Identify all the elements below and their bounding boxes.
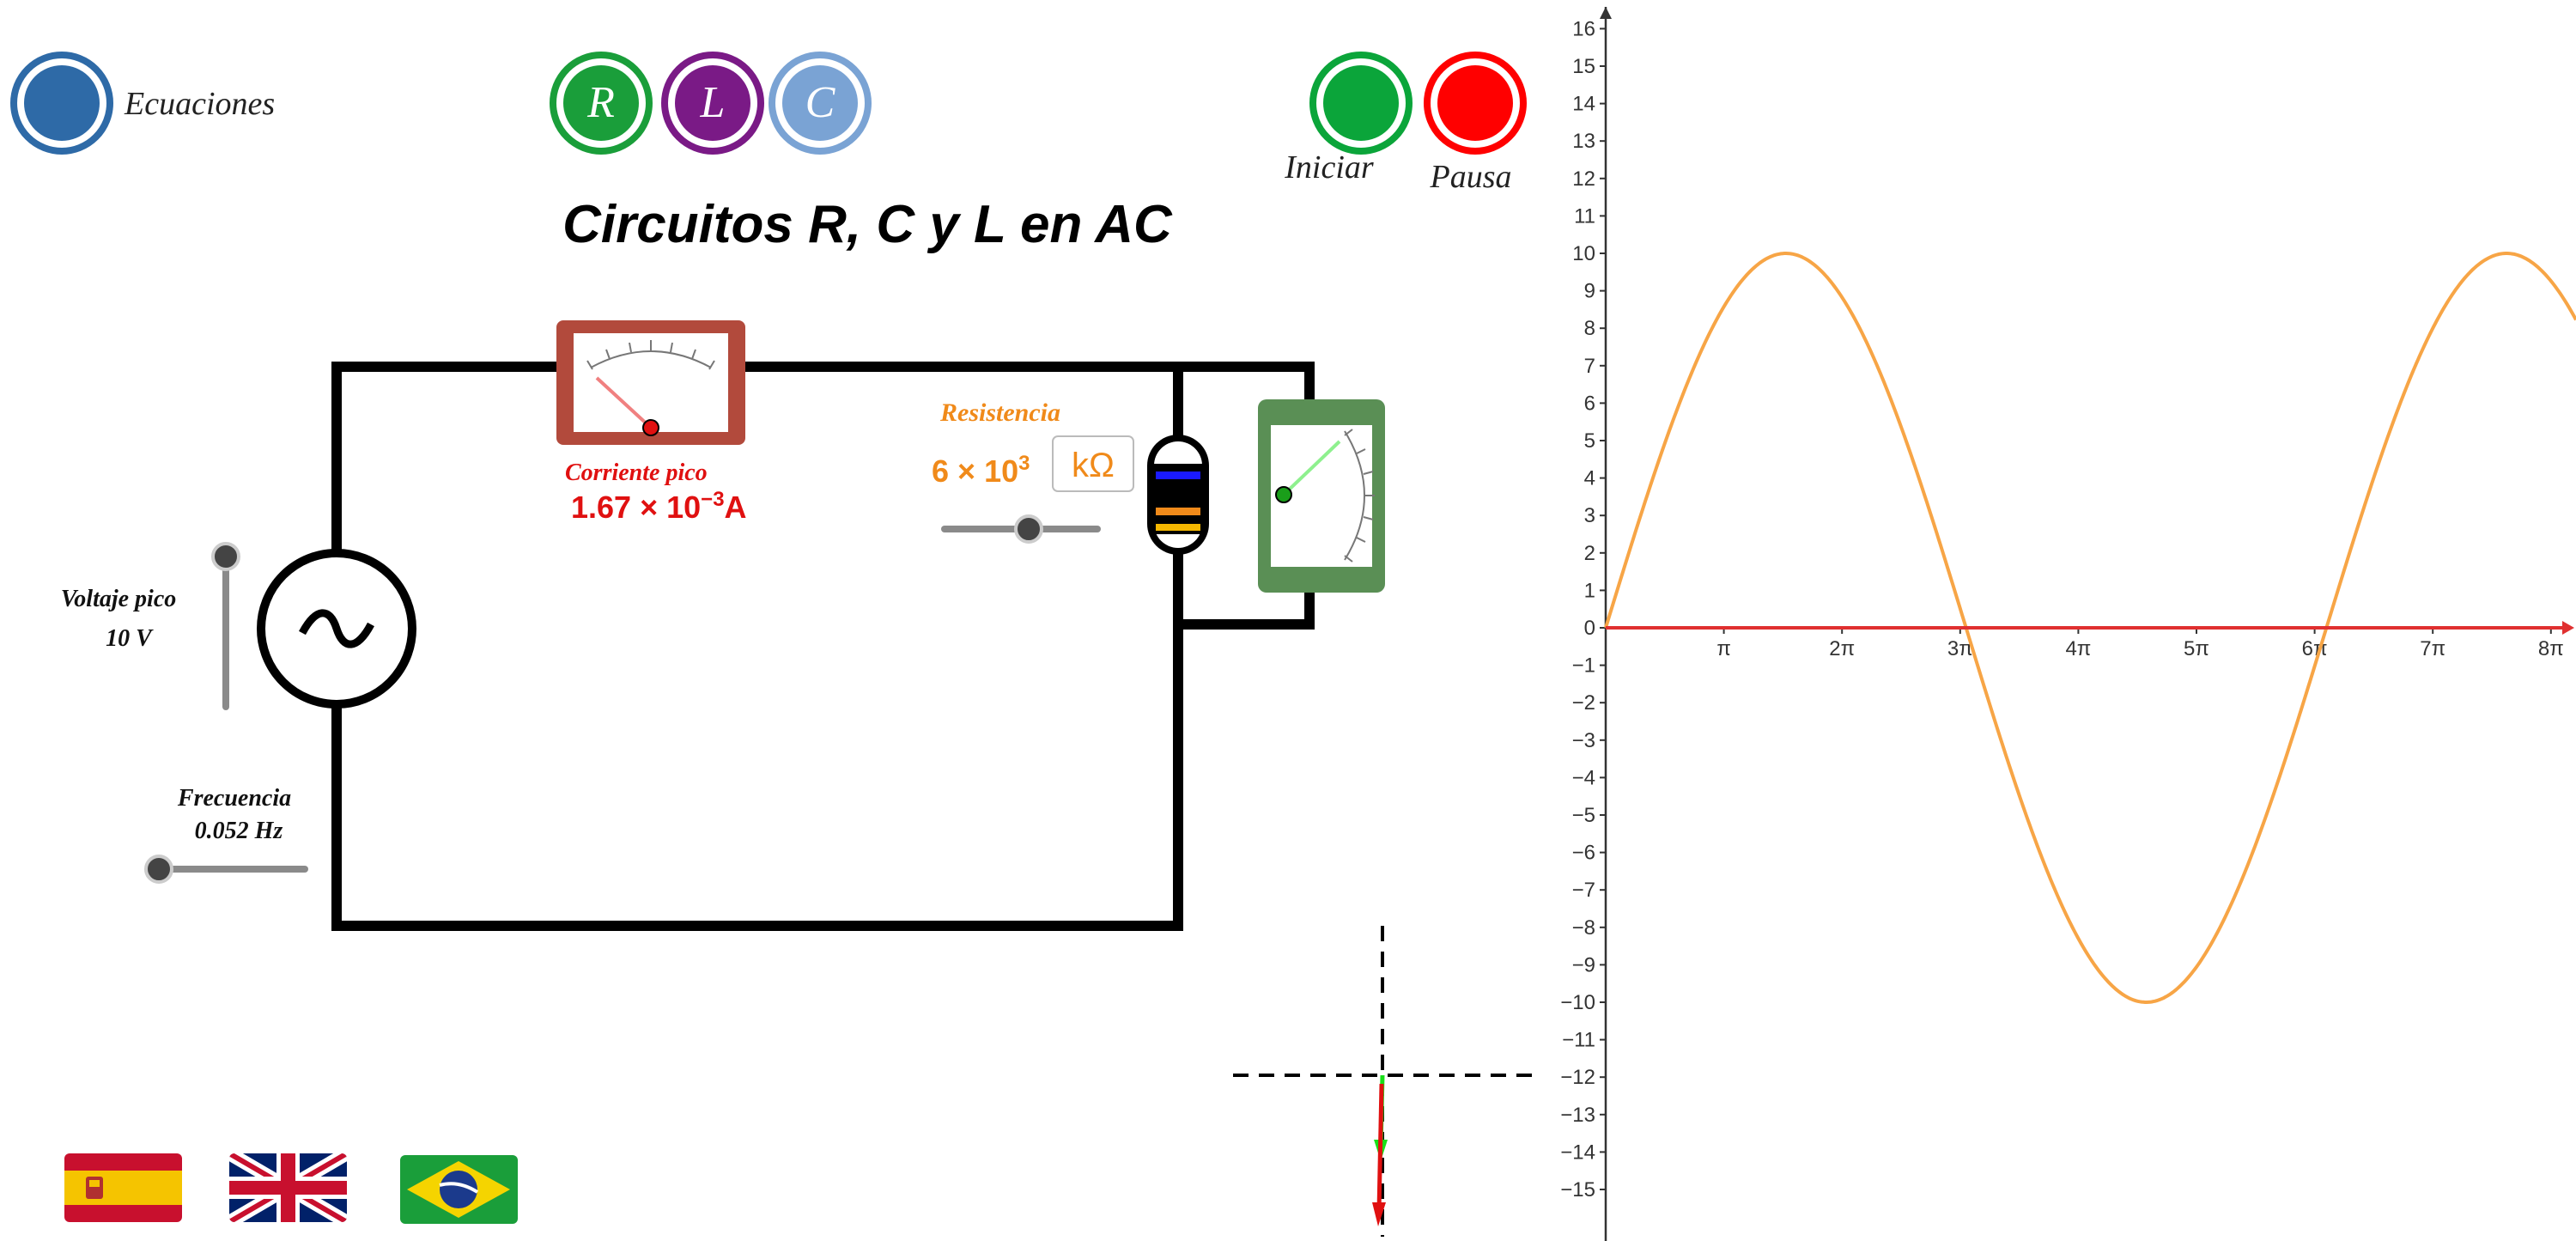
y-tick-label: 11 bbox=[1574, 204, 1595, 228]
y-tick-label: −15 bbox=[1560, 1178, 1595, 1201]
voltage-value: 10 V bbox=[106, 625, 154, 652]
ammeter bbox=[556, 320, 745, 445]
y-tick-label: 1 bbox=[1584, 579, 1595, 602]
resistance-label: Resistencia bbox=[939, 398, 1060, 427]
frequency-value: 0.052 Hz bbox=[195, 818, 283, 844]
y-tick-label: 13 bbox=[1572, 130, 1595, 153]
x-tick-label: 2π bbox=[1829, 637, 1855, 660]
circuit-wires bbox=[331, 362, 1315, 931]
y-tick-label: 4 bbox=[1584, 467, 1595, 490]
y-tick-label: 5 bbox=[1584, 429, 1595, 453]
voltage-label: Voltaje pico bbox=[61, 586, 177, 612]
x-tick-label: 8π bbox=[2538, 637, 2564, 660]
pausa-button[interactable] bbox=[1424, 52, 1527, 155]
frequency-slider-handle[interactable] bbox=[144, 855, 173, 884]
l-button-label: L bbox=[700, 78, 726, 127]
iniciar-label: Iniciar bbox=[1284, 149, 1374, 186]
x-tick-label: 5π bbox=[2184, 637, 2209, 660]
resistance-value: 6 × 103 bbox=[932, 452, 1030, 489]
voltmeter-needle bbox=[1282, 440, 1341, 496]
frequency-label: Frecuencia bbox=[177, 785, 291, 812]
y-tick-label: 12 bbox=[1572, 167, 1595, 191]
y-tick-label: −11 bbox=[1562, 1029, 1595, 1052]
y-tick-label: −10 bbox=[1560, 991, 1595, 1014]
y-tick-label: −3 bbox=[1572, 729, 1595, 752]
l-button[interactable]: L bbox=[661, 52, 764, 155]
ecuaciones-label: Ecuaciones bbox=[124, 86, 275, 122]
phasor-diagram bbox=[1233, 926, 1537, 1237]
y-tick-label: −12 bbox=[1560, 1066, 1595, 1089]
x-tick-label: π bbox=[1716, 637, 1731, 660]
resistance-slider-handle[interactable] bbox=[1014, 514, 1043, 544]
y-tick-label: −4 bbox=[1572, 766, 1595, 789]
current-phasor bbox=[1376, 1083, 1384, 1212]
brazil-flag[interactable] bbox=[400, 1155, 518, 1224]
ac-source-icon bbox=[257, 549, 416, 709]
y-tick-label: −2 bbox=[1572, 691, 1595, 715]
voltage-slider[interactable] bbox=[211, 542, 240, 710]
y-tick-label: −14 bbox=[1560, 1141, 1595, 1164]
frequency-slider[interactable] bbox=[144, 855, 308, 884]
resistance-unit-input[interactable]: kΩ bbox=[1052, 435, 1134, 492]
y-tick-label: −1 bbox=[1572, 654, 1595, 678]
y-tick-label: 0 bbox=[1584, 617, 1595, 640]
y-tick-label: 16 bbox=[1572, 17, 1595, 40]
y-tick-label: −13 bbox=[1560, 1104, 1595, 1127]
ammeter-value: 1.67 × 10−3A bbox=[571, 488, 747, 525]
svg-text:1.67 × 10−3A: 1.67 × 10−3A bbox=[571, 488, 747, 525]
resistor-icon bbox=[1147, 435, 1209, 555]
voltmeter bbox=[1258, 399, 1385, 593]
uk-flag[interactable] bbox=[229, 1153, 347, 1222]
y-tick-label: 15 bbox=[1572, 55, 1595, 78]
y-tick-label: −9 bbox=[1572, 953, 1595, 976]
y-tick-label: 6 bbox=[1584, 392, 1595, 415]
y-tick-label: −7 bbox=[1572, 879, 1595, 902]
voltage-slider-handle[interactable] bbox=[211, 542, 240, 571]
ecuaciones-button[interactable] bbox=[10, 52, 113, 155]
y-tick-label: 14 bbox=[1572, 93, 1595, 116]
x-tick-label: 7π bbox=[2420, 637, 2445, 660]
voltage-series-line bbox=[1604, 252, 2576, 1004]
y-tick-label: 7 bbox=[1584, 355, 1595, 378]
page-title: Circuitos R, C y L en AC bbox=[562, 195, 1173, 254]
c-button-label: C bbox=[805, 78, 836, 127]
c-button[interactable]: C bbox=[769, 52, 872, 155]
x-tick-label: 4π bbox=[2065, 637, 2091, 660]
r-button-label: R bbox=[586, 78, 615, 127]
resistance-unit-text: kΩ bbox=[1072, 447, 1115, 484]
ammeter-needle bbox=[595, 376, 653, 429]
x-axis-arrow bbox=[2562, 621, 2574, 635]
y-tick-label: 2 bbox=[1584, 542, 1595, 565]
y-axis-arrow bbox=[1600, 7, 1612, 19]
spain-flag[interactable] bbox=[64, 1153, 182, 1222]
y-tick-label: −8 bbox=[1572, 916, 1595, 940]
iniciar-button[interactable] bbox=[1309, 52, 1413, 155]
y-tick-label: 8 bbox=[1584, 317, 1595, 340]
svg-text:6 × 103: 6 × 103 bbox=[932, 452, 1030, 489]
ammeter-label: Corriente pico bbox=[565, 459, 708, 486]
r-button[interactable]: R bbox=[550, 52, 653, 155]
resistance-slider[interactable] bbox=[941, 514, 1101, 544]
y-tick-label: 3 bbox=[1584, 504, 1595, 527]
pausa-label: Pausa bbox=[1430, 159, 1512, 195]
y-tick-label: 10 bbox=[1572, 242, 1595, 265]
y-tick-label: −5 bbox=[1572, 804, 1595, 827]
y-tick-label: −6 bbox=[1572, 842, 1595, 865]
graph-panel[interactable]: 161514131211109876543210−1−2−3−4−5−6−7−8… bbox=[1560, 7, 2576, 1241]
y-tick-label: 9 bbox=[1584, 280, 1595, 303]
